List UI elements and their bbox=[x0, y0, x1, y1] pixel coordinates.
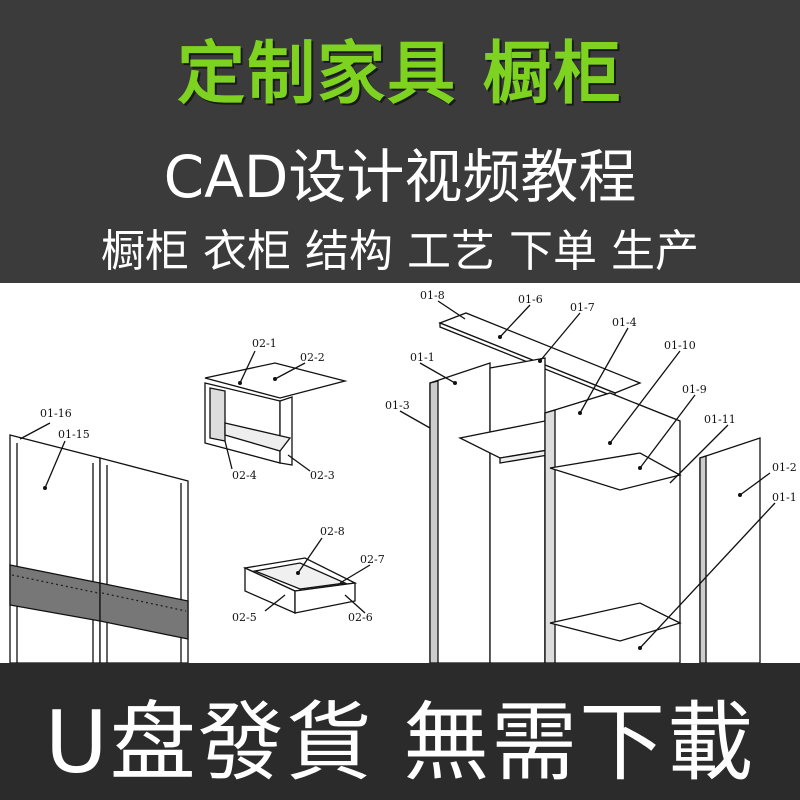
header-band bbox=[0, 0, 800, 283]
wall-cabinet-box bbox=[204, 350, 348, 472]
label-02-5: 02-5 bbox=[232, 611, 257, 624]
label-01-10: 01-10 bbox=[664, 339, 696, 352]
label-01-11: 01-11 bbox=[704, 413, 736, 426]
label-02-8: 02-8 bbox=[320, 525, 345, 538]
label-01-1: 01-1 bbox=[410, 351, 435, 364]
label-01-9: 01-9 bbox=[682, 383, 707, 396]
label-01-3: 01-3 bbox=[385, 399, 410, 412]
label-01-4: 01-4 bbox=[612, 316, 637, 329]
subtitle: CAD设计视频教程 bbox=[163, 143, 637, 211]
tall-cabinet-exploded bbox=[399, 300, 776, 663]
cad-drawing-svg: 01-16 01-15 02-1 02-2 02-4 02-3 02-8 02-… bbox=[9, 289, 797, 663]
hardware-dots bbox=[43, 335, 742, 650]
label-02-3: 02-3 bbox=[310, 469, 335, 482]
footer-text: U盘發貨 無需下載 bbox=[44, 693, 756, 793]
label-01-15: 01-15 bbox=[58, 428, 90, 441]
label-02-4: 02-4 bbox=[232, 469, 257, 482]
label-02-1: 02-1 bbox=[252, 337, 277, 350]
label-02-7: 02-7 bbox=[360, 553, 385, 566]
tag-line: 橱柜 衣柜 结构 工艺 下单 生产 bbox=[101, 226, 699, 277]
label-02-6: 02-6 bbox=[348, 611, 373, 624]
label-01-1-right: 01-1 bbox=[772, 491, 797, 504]
drawer-box bbox=[242, 537, 371, 614]
main-title: 定制家具 橱柜 bbox=[177, 35, 623, 114]
label-01-2: 01-2 bbox=[772, 461, 797, 474]
sliding-door-wardrobe bbox=[9, 422, 189, 663]
footer-band bbox=[0, 663, 800, 800]
label-01-7: 01-7 bbox=[570, 301, 595, 314]
label-01-6: 01-6 bbox=[518, 293, 543, 306]
label-02-2: 02-2 bbox=[300, 351, 325, 364]
cad-drawing: 01-16 01-15 02-1 02-2 02-4 02-3 02-8 02-… bbox=[0, 283, 800, 663]
label-01-8: 01-8 bbox=[420, 289, 445, 302]
label-01-16: 01-16 bbox=[40, 407, 72, 420]
